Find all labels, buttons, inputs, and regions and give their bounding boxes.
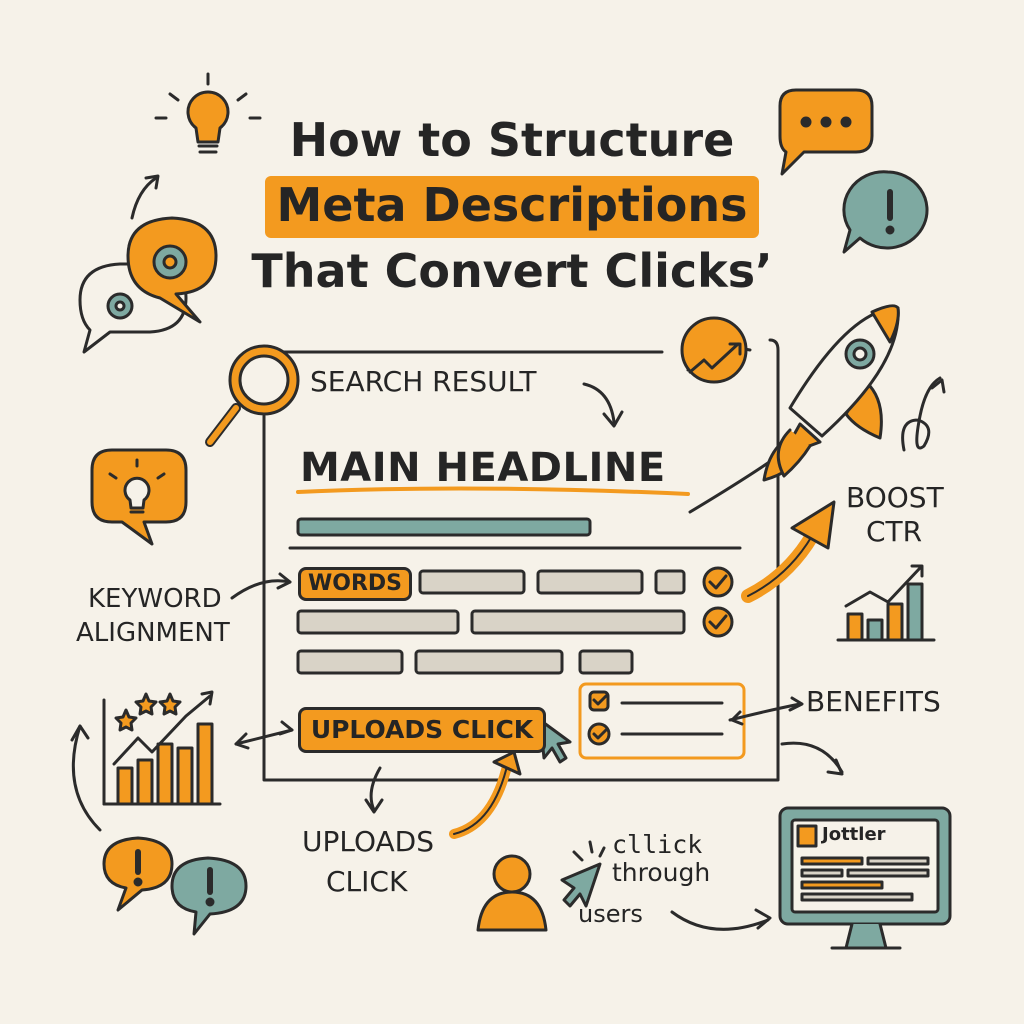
trend-icon [680, 316, 748, 384]
title-line-1: How to Structure [289, 113, 735, 167]
speech-bubble-icon [778, 88, 874, 176]
benefits-box [578, 682, 746, 760]
bar-chart-icon [836, 564, 936, 642]
monitor-brand: Jottler [822, 824, 886, 845]
clickthrough-label-line-1: cllick [612, 830, 703, 859]
keyword-label-line-2: ALIGNMENT [76, 618, 230, 648]
lightbulb-icon [90, 448, 188, 546]
users-label: users [578, 900, 643, 928]
alert-bubble-icon [842, 170, 929, 254]
benefits-label: BENEFITS [806, 685, 941, 718]
keyword-label-line-1: KEYWORD [88, 584, 222, 614]
main-headline: MAIN HEADLINE [300, 445, 666, 491]
clickthrough-label-line-2: through [612, 858, 711, 887]
boost-label-line-1: BOOST [846, 481, 944, 514]
uploads-label-line-1: UPLOADS [302, 825, 435, 858]
search-result-label: SEARCH RESULT [310, 365, 537, 398]
words-pill: WORDS [298, 567, 412, 601]
cursor-icon [538, 718, 572, 764]
cursor-icon [560, 840, 606, 908]
uploads-label-line-2: CLICK [326, 865, 408, 898]
bar-chart-icon [102, 690, 222, 806]
checkmark-icon [702, 566, 734, 638]
title-line-3: That Convert Clicks’ [251, 244, 773, 298]
gear-bubble-icon [78, 216, 218, 354]
user-icon [476, 854, 548, 932]
alert-bubble-icon [102, 836, 248, 936]
magnifier-icon [205, 344, 300, 447]
title-highlight: Meta Descriptions [264, 176, 760, 238]
rocket-icon [762, 304, 900, 482]
boost-label-line-2: CTR [866, 515, 923, 548]
monitor-icon [778, 806, 952, 950]
lightbulb-icon [154, 72, 262, 154]
uploads-click-button[interactable]: UPLOADS CLICK [298, 707, 546, 753]
title-line-2: Meta Descriptions [0, 176, 1024, 238]
